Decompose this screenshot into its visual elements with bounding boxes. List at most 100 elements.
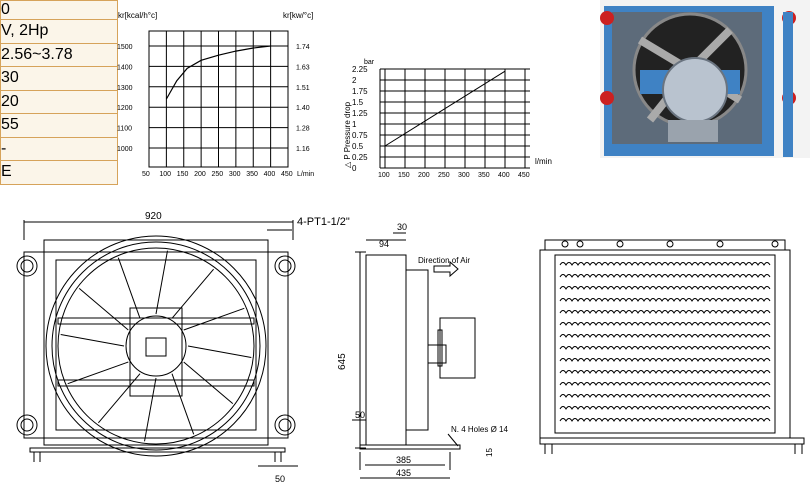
- chart1-x-tick: 300: [229, 171, 241, 178]
- chart1-x-tick: 100: [159, 171, 171, 178]
- chart1-x-tick: 250: [212, 171, 224, 178]
- dim-435: 435: [396, 468, 411, 478]
- fan-blade: [187, 345, 252, 358]
- spec-table: 0 V, 2Hp 2.56~3.78 30 20 55 - E: [0, 0, 118, 185]
- chart1-right-tick: 1.63: [296, 64, 310, 71]
- chart2-x-tick: 350: [478, 172, 490, 179]
- chart2-y-tick: 1: [352, 120, 357, 129]
- fin-row: [559, 394, 771, 398]
- fin-row: [559, 298, 771, 302]
- fan-blade: [60, 334, 125, 347]
- fan-blade: [144, 377, 157, 442]
- fan-blade: [117, 257, 141, 319]
- right-unit-label: kr[kw/°c]: [283, 11, 313, 20]
- front-view-drawing: 920 4-PT1-1/2" 50: [16, 211, 350, 484]
- pressure-curve: [384, 70, 506, 147]
- fin-row: [559, 274, 771, 278]
- dim-50-side: 50: [355, 410, 365, 420]
- fan-ring: [51, 241, 261, 451]
- fin-row: [559, 286, 771, 290]
- chart1-right-tick: 1.40: [296, 105, 310, 112]
- chart1-left-tick: 1200: [117, 105, 133, 112]
- spec-cell: E: [0, 161, 118, 185]
- spec-cell: V, 2Hp: [0, 20, 118, 44]
- chart2-x-tick: 450: [518, 172, 530, 179]
- chart2-y-tick: 1.75: [352, 87, 368, 96]
- chart1-left-tick: 1300: [117, 85, 133, 92]
- fan-blade: [171, 373, 195, 435]
- ports-label: 4-PT1-1/2": [297, 216, 350, 228]
- fan-hub: [125, 315, 187, 377]
- top-bolt: [561, 240, 569, 248]
- side-view-drawing: 645 94 30 Direction of Air 50 385 435 N.…: [337, 222, 508, 479]
- chart2-y-tick: 0.5: [352, 142, 364, 151]
- spec-cell: 30: [0, 67, 118, 91]
- fin-row: [559, 346, 771, 350]
- fin-row: [559, 358, 771, 362]
- chart1-x-tick: 400: [264, 171, 276, 178]
- back-view-drawing: [539, 239, 805, 454]
- dim-50-front: 50: [275, 474, 285, 484]
- chart1-right-tick: 1.16: [296, 146, 310, 153]
- fin-row: [559, 262, 771, 266]
- dim-30: 30: [397, 222, 407, 232]
- spec-cell: 55: [0, 114, 118, 138]
- chart1-x-tick: 50: [142, 171, 150, 178]
- left-unit-label: kr[kcal/h°c]: [118, 11, 157, 20]
- fan-blade: [155, 250, 168, 315]
- airflow-arrow-icon: [433, 260, 459, 278]
- spec-cell: -: [0, 137, 118, 161]
- chart2-x-tick: 200: [418, 172, 430, 179]
- fan-blade: [98, 373, 141, 424]
- fin-row: [559, 382, 771, 386]
- top-bolt: [666, 240, 674, 248]
- fin-row: [559, 370, 771, 374]
- dim-385: 385: [396, 455, 411, 465]
- airflow-label: Direction of Air: [418, 256, 470, 265]
- top-bolt: [716, 240, 724, 248]
- chart2-y-tick: 1.25: [352, 109, 368, 118]
- x-unit-label: L/min: [297, 171, 314, 178]
- chart1-x-tick: 350: [246, 171, 258, 178]
- chart2-y-tick: 1.5: [352, 98, 364, 107]
- fin-row: [559, 334, 771, 338]
- dim-15: 15: [485, 448, 494, 457]
- chart1-left-tick: 1400: [117, 64, 133, 71]
- fan-icon: [45, 235, 267, 457]
- top-bolt: [771, 240, 779, 248]
- chart2-x-tick: 150: [398, 172, 410, 179]
- fan-blade: [78, 288, 129, 331]
- chart2-y-tick: 2.25: [352, 65, 368, 74]
- chart2-y-tick: 0: [352, 164, 357, 173]
- chart2-x-tick: 100: [378, 172, 390, 179]
- pressure-axis-label: △ P Pressure drop: [343, 101, 352, 168]
- chart1-x-tick: 450: [281, 171, 293, 178]
- fan-blade: [171, 268, 214, 319]
- cooling-fins: [559, 240, 779, 422]
- fan-ring: [45, 235, 267, 457]
- fin-row: [559, 322, 771, 326]
- chart2-x-tick: 250: [438, 172, 450, 179]
- chart1-left-tick: 1500: [117, 44, 133, 51]
- fin-row: [559, 406, 771, 410]
- fan-blade: [183, 361, 234, 404]
- pressure-drop-chart: bar △ P Pressure drop 2.2521.751.51.2510…: [343, 59, 552, 179]
- top-bolt: [616, 240, 624, 248]
- chart2-y-tick: 2: [352, 76, 357, 85]
- chart2-x-tick: 400: [498, 172, 510, 179]
- fin-row: [559, 310, 771, 314]
- chart1-right-tick: 1.51: [296, 85, 310, 92]
- chart1-left-tick: 1100: [117, 126, 132, 133]
- chart1-x-tick: 200: [194, 171, 206, 178]
- chart2-y-tick: 0.75: [352, 131, 368, 140]
- dim-920: 920: [145, 211, 162, 222]
- heat-dissipation-chart: kr[kcal/h°c] kr[kw/°c] 1500 1400 1300 1200 1…: [117, 11, 314, 178]
- chart2-x-tick: 300: [458, 172, 470, 179]
- chart1-right-tick: 1.74: [296, 44, 310, 51]
- chart2-y-tick: 0.25: [352, 153, 368, 162]
- flow-unit-label: l/min: [535, 157, 552, 166]
- fan-ring: [57, 247, 255, 445]
- fin-row: [559, 418, 771, 422]
- spec-cell: 0: [0, 0, 118, 20]
